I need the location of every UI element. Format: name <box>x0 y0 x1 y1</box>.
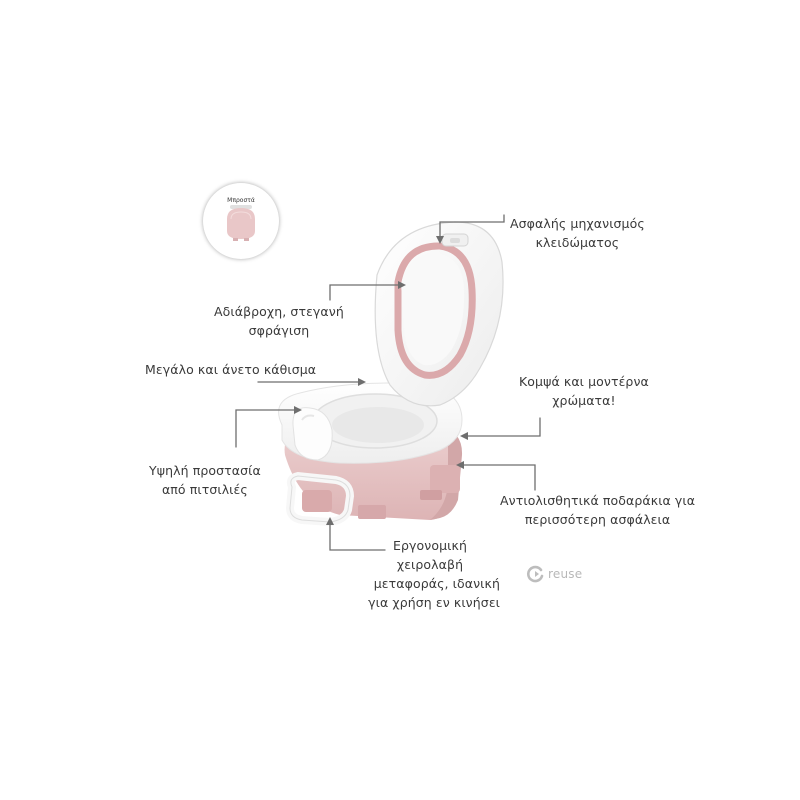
antislip-arrow-icon <box>456 461 464 469</box>
splash-line-1: Υψηλή προστασία <box>149 463 261 478</box>
callout-colors: Κομψά και μοντέρνα χρώματα! <box>519 372 649 410</box>
seal-ring <box>394 242 476 379</box>
front-view-label: Μπροστά <box>227 197 255 204</box>
handle-callout-line <box>329 522 386 551</box>
callout-large-seat: Μεγάλο και άνετο κάθισμα <box>145 360 316 379</box>
colors-line-1: Κομψά και μοντέρνα <box>519 374 649 389</box>
seal-callout-line <box>329 284 401 301</box>
colors-callout-line <box>465 417 541 437</box>
lock-line-1: Ασφαλής μηχανισμός <box>510 216 645 231</box>
handle-line-1: Εργονομική <box>393 538 467 553</box>
antislip-callout-line <box>461 464 536 491</box>
seat-line-1: Μεγάλο και άνετο κάθισμα <box>145 362 317 377</box>
handle-line-2: χειρολαβή <box>396 557 464 572</box>
seal-line-1: Αδιάβροχη, στεγανή <box>214 304 344 319</box>
splash-callout-line <box>235 409 297 448</box>
potty-front-thumbnail-icon <box>227 205 255 241</box>
antislip-line-2: περισσότερη ασφάλεια <box>524 512 671 527</box>
handle-arrow-icon <box>326 517 334 525</box>
handle-line-4: για χρήση εν κινήσει <box>368 595 500 610</box>
callout-splash-guard: Υψηλή προστασία από πιτσιλιές <box>149 461 261 499</box>
callout-lock-mechanism: Ασφαλής μηχανισμός κλειδώματος <box>510 214 645 252</box>
lock-arrow-icon <box>436 236 444 244</box>
reuse-text: reuse <box>548 567 583 581</box>
colors-arrow-icon <box>460 432 468 440</box>
callout-waterproof-seal: Αδιάβροχη, στεγανή σφράγιση <box>214 302 344 340</box>
lock-line-2: κλειδώματος <box>535 235 620 250</box>
lock-callout-line <box>439 214 505 239</box>
splash-guard <box>292 407 333 461</box>
front-view-thumbnail: Μπροστά <box>203 183 279 259</box>
callout-handle: Εργονομική χειρολαβή μεταφοράς, ιδανική … <box>360 536 500 612</box>
splash-arrow-icon <box>294 406 302 414</box>
colors-line-2: χρώματα! <box>552 393 616 408</box>
handle-line-3: μεταφοράς, ιδανική <box>373 576 500 591</box>
antislip-line-1: Αντιολισθητικά ποδαράκια για <box>500 493 696 508</box>
seal-line-2: σφράγιση <box>248 323 310 338</box>
seat-arrow-icon <box>358 378 366 386</box>
splash-line-2: από πιτσιλιές <box>161 482 248 497</box>
reuse-logo-icon <box>527 565 544 583</box>
callout-anti-slip-feet: Αντιολισθητικά ποδαράκια για περισσότερη… <box>500 491 695 529</box>
seal-arrow-icon <box>398 281 406 289</box>
reuse-watermark: reuse <box>526 564 582 584</box>
